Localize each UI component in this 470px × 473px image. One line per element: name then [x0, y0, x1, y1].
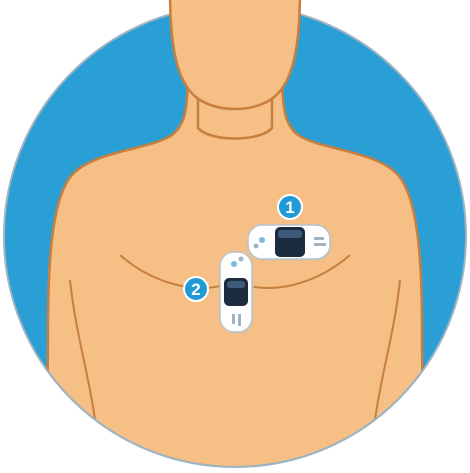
device-1: [248, 225, 332, 261]
device-2-led-icon: [231, 261, 237, 267]
device-2-screen-glare: [227, 281, 245, 288]
device-2-label-mark-2: [238, 314, 241, 326]
placement-badge-2: 2: [184, 277, 208, 301]
device-1-label-mark: [314, 237, 324, 240]
device-2: [220, 252, 254, 334]
placement-badge-1: 1: [278, 195, 302, 219]
placement-badge-1-label: 1: [285, 198, 294, 217]
device-2-label-mark: [232, 314, 235, 324]
placement-badge-2-label: 2: [191, 280, 200, 299]
device-1-led-icon: [259, 237, 265, 243]
device-1-label-mark-2: [314, 243, 326, 246]
device-1-screen-glare: [278, 230, 302, 238]
device-1-button-icon: [254, 244, 259, 249]
device-2-button-icon: [239, 257, 244, 262]
